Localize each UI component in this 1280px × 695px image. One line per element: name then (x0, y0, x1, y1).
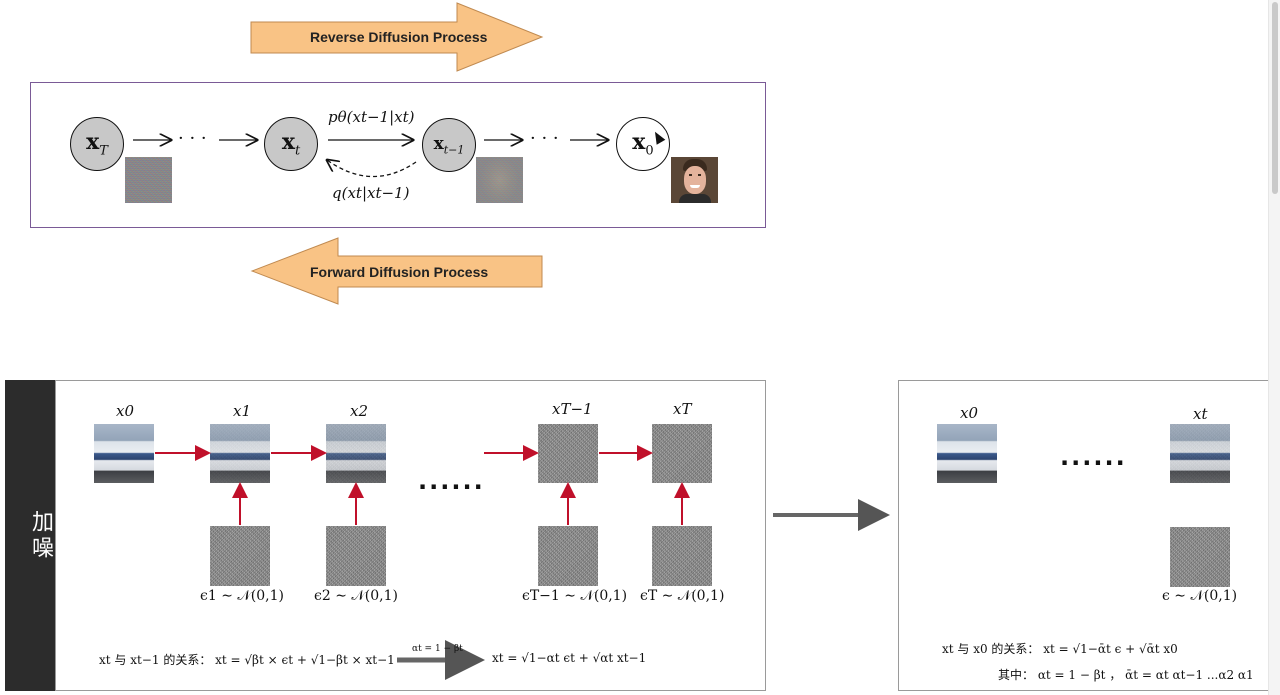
ellipsis-left-panel: ...... (418, 467, 485, 495)
chain-arrows (133, 0, 780, 178)
epsilon-image-2 (326, 526, 386, 586)
ellipsis-right-panel: ...... (1060, 443, 1127, 471)
node-x0: x0 (616, 117, 670, 171)
p-theta-label: pθ(xt−1|xt) (328, 108, 415, 126)
noise-image-xT-row (652, 424, 712, 483)
reverse-diffusion-label: Reverse Diffusion Process (310, 29, 488, 45)
label-x2: x2 (350, 402, 369, 420)
noise-image-xT-1 (538, 424, 598, 483)
node-xt: xt (264, 117, 318, 171)
bus-image-x1 (210, 424, 270, 483)
alpha-bar-definition: 其中： αt = 1 − βt ， ᾱt = αt αt−1 ...α2 α1 (998, 668, 1254, 682)
diffusion-chain-box (30, 82, 766, 228)
label-x0: x0 (116, 402, 135, 420)
relation-formula-xt-x0: xt 与 x0 的关系： xt = √1−ᾱt ϵ + √ᾱt x0 (942, 642, 1178, 656)
right-bus-image-x0 (937, 424, 997, 483)
right-bus-image-xt (1170, 424, 1230, 483)
left-noise-panel (55, 380, 766, 691)
noisy-face-image (476, 157, 523, 203)
clean-face-image (671, 157, 718, 203)
noise-image-xT (125, 157, 172, 203)
node-xt-minus-1: xt−1 (422, 118, 476, 172)
label-xT: xT (673, 400, 692, 418)
epsilon-label-T-1: ϵT−1 ∼ 𝒩(0,1) (522, 588, 628, 604)
scrollbar-thumb[interactable] (1272, 2, 1278, 194)
forward-diffusion-label: Forward Diffusion Process (310, 264, 489, 280)
relation-formula-alpha: xt = √1−αt ϵt + √αt xt−1 (492, 651, 647, 665)
reverse-diffusion-arrow (250, 2, 544, 72)
right-epsilon-label: ϵ ∼ 𝒩(0,1) (1162, 588, 1238, 604)
epsilon-image-T-1 (538, 526, 598, 586)
bus-image-x0 (94, 424, 154, 483)
right-label-x0: x0 (960, 404, 979, 422)
epsilon-image-T (652, 526, 712, 586)
alpha-definition-note: αt = 1 − βt (412, 644, 463, 654)
sidebar-add-noise-tab: 加噪 (5, 380, 55, 691)
bus-image-x2 (326, 424, 386, 483)
q-label: q(xt|xt−1) (332, 184, 410, 202)
label-x1: x1 (233, 402, 252, 420)
forward-diffusion-arrow (250, 237, 543, 305)
epsilon-image-1 (210, 526, 270, 586)
right-epsilon-image (1170, 527, 1230, 587)
dots-left: · · · (178, 128, 207, 149)
epsilon-label-2: ϵ2 ∼ 𝒩(0,1) (314, 588, 398, 604)
node-xT: xT (70, 117, 124, 171)
sidebar-label: 加噪 (28, 510, 53, 562)
epsilon-label-T: ϵT ∼ 𝒩(0,1) (640, 588, 725, 604)
relation-formula-xt-xt-1: xt 与 xt−1 的关系： xt = √βt × ϵt + √1−βt × x… (99, 653, 395, 667)
vertical-scrollbar[interactable] (1268, 0, 1280, 695)
epsilon-label-1: ϵ1 ∼ 𝒩(0,1) (200, 588, 284, 604)
label-xT-1: xT−1 (552, 400, 593, 418)
right-label-xt: xt (1193, 405, 1208, 423)
dots-right: · · · (530, 128, 559, 149)
